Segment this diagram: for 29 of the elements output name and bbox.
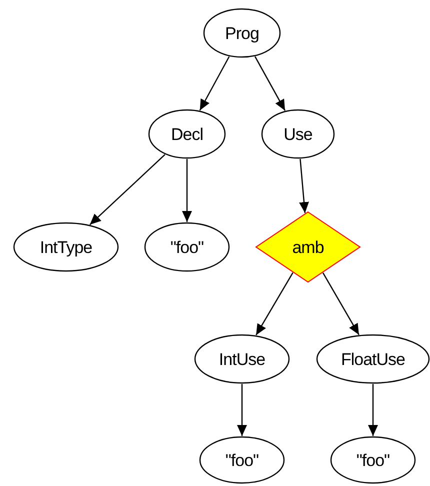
decision-diamond (255, 211, 361, 283)
node-label: "foo" (170, 238, 204, 256)
node-label: Use (284, 126, 312, 142)
arrow (322, 272, 360, 336)
node-label: IntUse (218, 350, 266, 368)
node-label: IntType (40, 238, 92, 256)
arrow (237, 384, 247, 436)
node-label: "foo" (225, 452, 259, 468)
arrow (299, 158, 309, 214)
arrow (254, 56, 286, 111)
ellipse-node (144, 222, 230, 272)
ellipse-node (194, 334, 290, 384)
arrow (368, 384, 378, 436)
ellipse-node (199, 436, 285, 484)
arrow (199, 56, 230, 111)
node-label: amb (292, 238, 324, 256)
arrow (182, 159, 192, 222)
node-label: Decl (170, 126, 203, 142)
node-label: "foo" (356, 452, 390, 468)
ellipse-node (261, 109, 335, 159)
arrow (256, 272, 294, 336)
ellipse-node (148, 109, 226, 159)
ellipse-node (316, 334, 430, 384)
node-label: FloatUse (340, 350, 406, 368)
node-label: Prog (225, 24, 259, 42)
ellipse-node (203, 8, 281, 58)
ellipse-node (330, 436, 416, 484)
arrow (89, 154, 166, 226)
ellipse-node (13, 222, 119, 272)
